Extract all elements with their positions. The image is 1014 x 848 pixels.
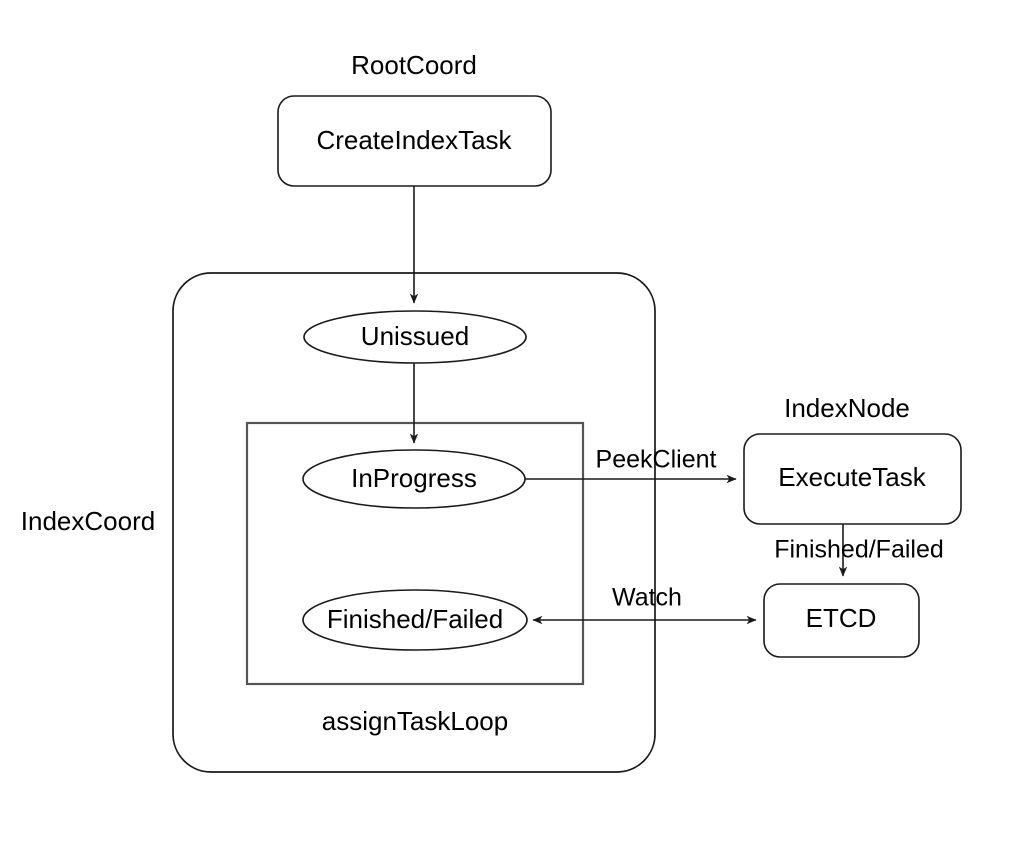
node-etcd[interactable]: ETCD [763,583,920,658]
unissued-ellipse[interactable] [303,310,527,364]
node-create-index-task[interactable]: CreateIndexTask [277,95,552,187]
node-execute-task[interactable]: ExecuteTask [743,433,962,525]
etcd-label: ETCD [806,603,877,633]
unissued-label: Unissued [361,321,469,351]
finished-failed-label: Finished/Failed [327,604,503,634]
edge-label-peekclient: PeekClient [596,446,717,474]
execute-task-label: ExecuteTask [778,462,926,492]
node-in-progress[interactable]: InProgress [302,449,526,509]
execute-task-box[interactable] [743,433,962,525]
assigntaskloop-label: assignTaskLoop [322,706,508,736]
edge-label-finished-failed: Finished/Failed [774,536,944,564]
node-unissued[interactable]: Unissued [303,310,527,364]
assigntaskloop-container [245,421,585,686]
in-progress-label: InProgress [351,463,477,493]
indexcoord-label: IndexCoord [21,506,155,536]
create-index-task-box[interactable] [277,95,552,187]
indexnode-label: IndexNode [784,393,910,423]
edge-label-watch: Watch [612,584,682,612]
node-finished-failed-state[interactable]: Finished/Failed [302,589,528,651]
finished-failed-ellipse[interactable] [302,589,528,651]
in-progress-ellipse[interactable] [302,449,526,509]
rootcoord-label: RootCoord [351,50,477,80]
etcd-box[interactable] [763,583,920,658]
create-index-task-label: CreateIndexTask [316,125,512,155]
